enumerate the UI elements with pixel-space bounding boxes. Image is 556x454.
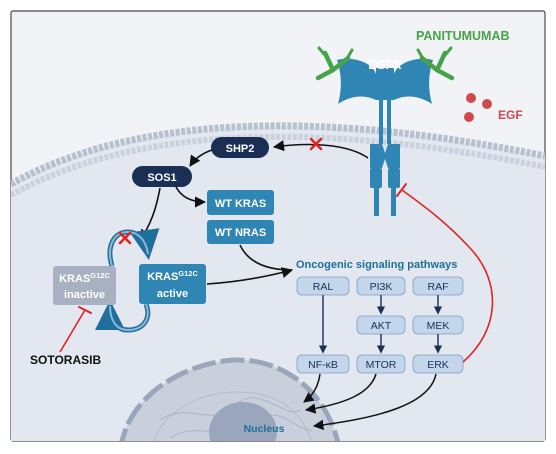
- edge-shp2-to-sos1: [189, 149, 213, 167]
- kras-inactive-title: KRASG12C: [59, 271, 110, 285]
- mtor-node: [356, 354, 406, 374]
- wt-kras-node: [207, 190, 274, 215]
- nucleus-label: Nucleus: [244, 423, 285, 435]
- sos1-node: [132, 166, 192, 187]
- kras-inactive-name: KRAS: [59, 273, 90, 285]
- raf-label: RAF: [428, 281, 449, 293]
- erk-node: [412, 354, 464, 374]
- edge-wt-ras-to-pathways: [239, 244, 293, 271]
- akt-label: AKT: [371, 320, 392, 332]
- kras-inactive-superscript: G12C: [90, 271, 110, 280]
- wt-nras-node: [207, 220, 274, 244]
- egf-label: EGF: [498, 108, 523, 122]
- kras-active-title: KRASG12C: [147, 269, 198, 283]
- shp2-label: SHP2: [226, 143, 255, 155]
- nucleus-edges: [303, 373, 437, 431]
- cytoplasm: [11, 125, 545, 441]
- egf-ligand: [464, 93, 492, 122]
- nfkb-label: NF-κB: [308, 359, 338, 371]
- edge-egfr-to-shp2: [272, 140, 369, 159]
- wt-kras-label: WT KRAS: [215, 198, 266, 210]
- nfkb-suffix: B: [331, 359, 338, 371]
- cell-membrane: [11, 122, 545, 188]
- sos1-label: SOS1: [147, 172, 176, 184]
- panitumumab-label: PANITUMUMAB: [416, 29, 510, 43]
- inhibit-sotorasib-kras: [59, 309, 86, 353]
- ral-label: RAL: [313, 281, 334, 293]
- kras-active-name: KRAS: [147, 271, 178, 283]
- block-x-egfr-shp2: [309, 137, 323, 151]
- nfkb-node: [296, 354, 350, 374]
- edge-kras-active-to-pathways: [206, 267, 294, 285]
- wt-nras-label: WT NRAS: [215, 227, 266, 239]
- kras-active-node: [139, 264, 206, 304]
- egfr-receptor: [337, 58, 433, 216]
- kras-inactive-node: [53, 266, 116, 305]
- egfr-label: EGFR: [368, 58, 402, 72]
- pathways-title: Oncogenic signaling pathways: [296, 259, 457, 271]
- sotorasib-label: SOTORASIB: [30, 353, 101, 367]
- mek-label: MEK: [427, 320, 450, 332]
- pi3k-label: PI3K: [370, 281, 393, 293]
- kras-active-state: active: [157, 288, 188, 300]
- nfkb-prefix: NF-: [308, 359, 326, 371]
- shp2-node: [211, 137, 269, 158]
- kras-active-superscript: G12C: [178, 269, 198, 278]
- edge-sos1-to-wt-ras: [175, 186, 207, 208]
- panitumumab-antibody-left: [315, 46, 354, 81]
- pathway-edges: [318, 295, 443, 354]
- inhibit-erk-feedback-egfr: [401, 189, 494, 363]
- nfkb-greek: κ: [326, 359, 332, 371]
- nucleus: [119, 357, 341, 441]
- mtor-label: MTOR: [366, 359, 397, 371]
- panitumumab-antibody-right: [416, 46, 455, 81]
- erk-label: ERK: [427, 359, 449, 371]
- block-x-kras-activation: [118, 231, 132, 245]
- kras-inactive-state: inactive: [64, 289, 105, 301]
- pathway-nodes: RAL PI3K RAF AKT MEK NF-κB MTOR ERK: [296, 276, 464, 374]
